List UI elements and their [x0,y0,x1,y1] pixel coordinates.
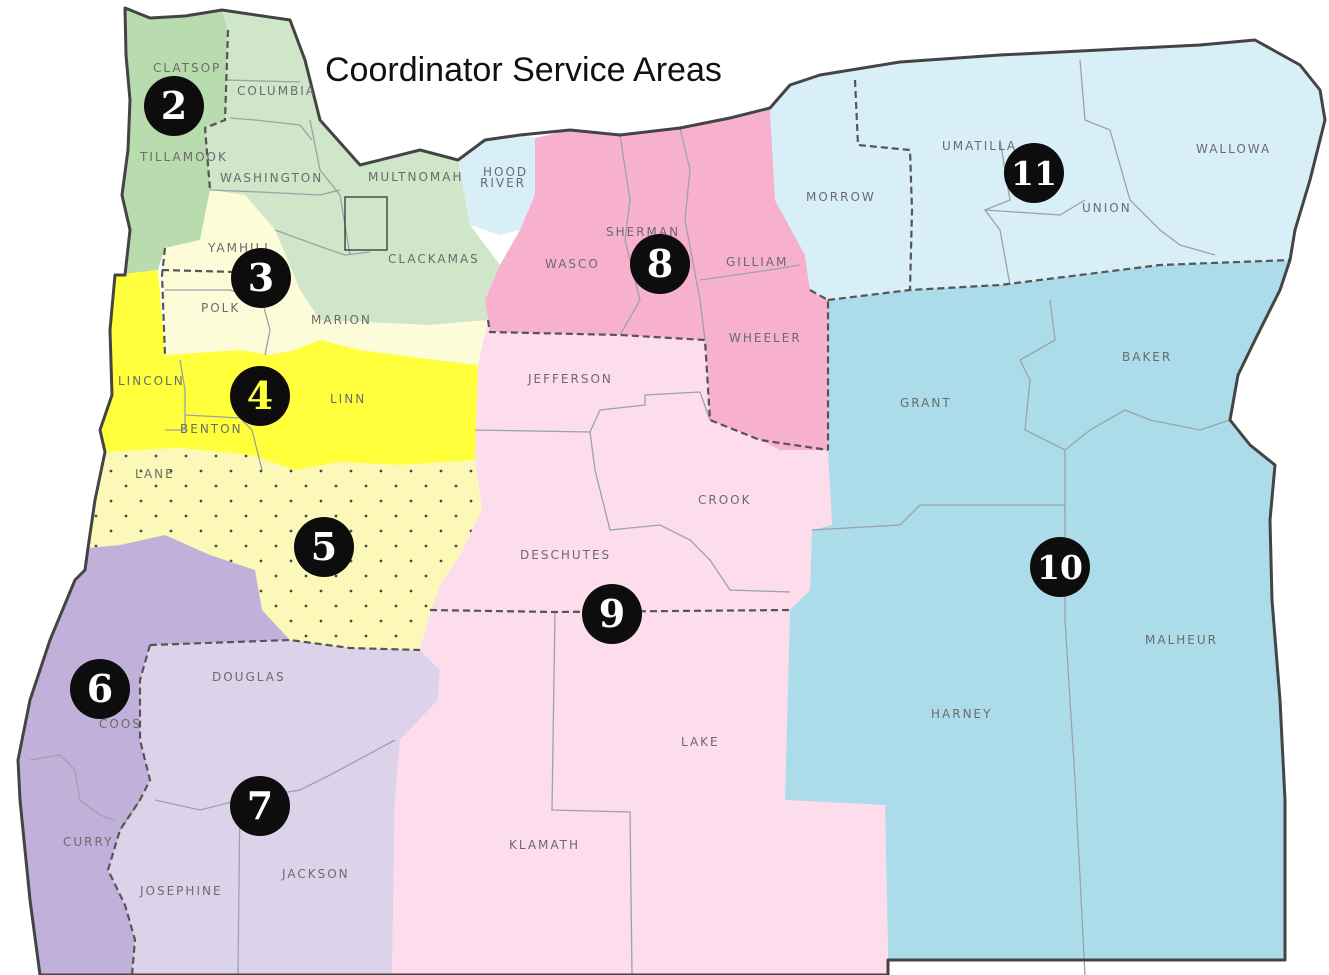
region-badge-5: 5 [294,517,354,577]
county-label-curry: CURRY [63,835,113,849]
region-2-coast [122,8,228,275]
county-label-linn: LINN [330,392,366,406]
county-label-morrow: MORROW [806,190,876,204]
region-9 [392,320,888,975]
county-label-tillamook: TILLAMOOK [139,150,228,164]
region-badge-10: 10 [1030,537,1090,597]
county-label-benton: BENTON [180,422,243,436]
svg-text:3: 3 [248,255,274,300]
county-label-harney: HARNEY [931,707,992,721]
county-label-deschutes: DESCHUTES [520,548,611,562]
county-label-marion: MARION [311,313,372,327]
region-badge-3: 3 [231,248,291,308]
county-label-lake: LAKE [681,735,720,749]
county-label-multnomah: MULTNOMAH [368,170,464,184]
county-label-malheur: MALHEUR [1145,633,1218,647]
county-label-baker: BAKER [1122,350,1172,364]
county-label-lane: LANE [135,467,175,481]
region-hood-river [458,135,535,235]
region-badge-2: 2 [144,76,204,136]
svg-text:10: 10 [1037,548,1083,587]
state-outline [16,6,1327,975]
county-label-union: UNION [1082,201,1132,215]
county-label-wasco: WASCO [545,257,600,271]
region-badges: 2 3 4 5 6 7 8 9 10 11 [70,76,1090,836]
region-badge-9: 9 [582,584,642,644]
county-label-crook: CROOK [698,493,751,507]
county-label-josephine: JOSEPHINE [139,884,223,898]
svg-text:11: 11 [1011,154,1057,193]
county-label-umatilla: UMATILLA [942,139,1017,153]
county-label-jackson: JACKSON [281,867,350,881]
svg-text:8: 8 [647,241,673,286]
county-label-grant: GRANT [900,396,952,410]
county-label-klamath: KLAMATH [509,838,580,852]
county-label-clatsop: CLATSOP [153,61,221,75]
map-title: Coordinator Service Areas [325,51,722,89]
svg-text:4: 4 [247,373,273,418]
region-badge-7: 7 [230,776,290,836]
county-labels: CLATSOP COLUMBIA TILLAMOOK WASHINGTON MU… [63,61,1271,898]
county-label-lincoln: LINCOLN [118,374,185,388]
region-badge-4: 4 [230,366,290,426]
svg-text:9: 9 [599,591,625,636]
county-label-gilliam: GILLIAM [726,255,788,269]
svg-text:5: 5 [311,524,337,569]
county-label-wallowa: WALLOWA [1196,142,1271,156]
region-badge-6: 6 [70,659,130,719]
region-3 [162,190,488,365]
county-label-douglas: DOUGLAS [212,670,286,684]
county-label-columbia: COLUMBIA [237,84,316,98]
county-label-wheeler: WHEELER [729,331,802,345]
county-label-jefferson: JEFFERSON [527,372,613,386]
region-10 [785,260,1290,960]
region-4 [100,270,478,470]
map-inset-box [344,196,388,251]
county-label-coos: COOS [99,717,142,731]
region-6 [18,535,290,975]
region-badge-8: 8 [630,234,690,294]
county-label-washington: WASHINGTON [220,171,323,185]
county-label-clackamas: CLACKAMAS [388,252,480,266]
region-boundaries [106,29,1291,975]
svg-text:7: 7 [247,783,273,828]
svg-text:2: 2 [161,83,187,128]
county-label-hood-river-1: HOOD [483,165,528,179]
region-2-metro [205,10,500,325]
county-label-hood-river-2: RIVER [480,176,526,190]
svg-text:6: 6 [87,666,113,711]
region-badge-11: 11 [1004,143,1064,203]
county-label-polk: POLK [201,301,240,315]
